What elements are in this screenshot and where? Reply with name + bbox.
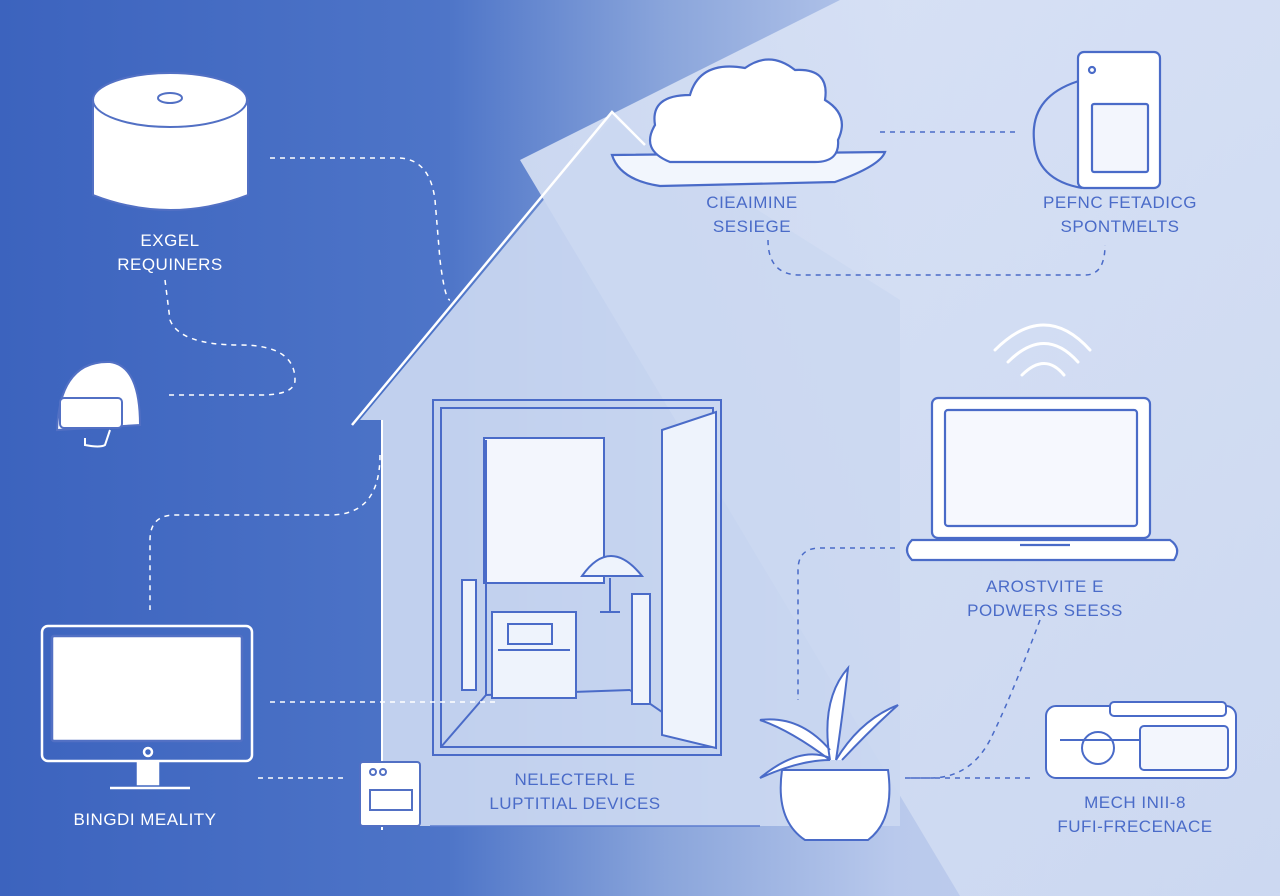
wall-switch-icon	[359, 761, 421, 827]
fridge-panel	[1090, 102, 1150, 174]
back-wall-window	[483, 437, 605, 584]
cloud-icon	[610, 58, 887, 188]
fridge-label-line2: SPONTMELTS	[1060, 217, 1180, 236]
switch-led-2	[379, 768, 387, 776]
machine-label-line1: MECH INII-8	[1084, 793, 1186, 812]
monitor-label: BINGDI MEALITY	[40, 808, 250, 832]
wifi-icon	[993, 323, 1092, 377]
monitor-screen	[50, 634, 244, 743]
wifi-arc-inner	[1020, 362, 1066, 377]
connector-speaker-camera	[164, 279, 296, 396]
camera-stand	[84, 429, 111, 448]
plant-pot	[779, 769, 891, 841]
cabinet-top-box	[507, 623, 553, 645]
smart-speaker-icon	[92, 72, 249, 211]
wall-panel-left	[461, 579, 477, 691]
switch-led-1	[369, 768, 377, 776]
cloud-label: CIEAIMINE SESIEGE	[672, 191, 832, 239]
cloud-label-line2: SESIEGE	[712, 217, 792, 236]
monitor-icon	[40, 624, 254, 790]
monitor-neck	[136, 760, 160, 786]
fridge-label: PEFNC FETADICG SPONTMELTS	[1025, 191, 1215, 239]
plant-icon	[759, 664, 899, 841]
security-camera-icon	[55, 360, 142, 448]
monitor-power-dot	[142, 746, 154, 758]
lamp	[580, 555, 645, 613]
speaker-button	[157, 92, 183, 104]
laptop-base	[905, 538, 1179, 562]
house-roof-line	[351, 110, 646, 426]
machine-top	[1109, 701, 1227, 717]
fridge-handle	[1032, 78, 1083, 190]
connector-speaker-house	[270, 157, 451, 301]
fridge-dot	[1087, 65, 1097, 75]
house-label-line1: NELECTERL E	[514, 770, 636, 789]
connector-cloud-fridge-loop	[767, 239, 1106, 276]
house-label: NELECTERL E LUPTITIAL DEVICES	[470, 768, 680, 816]
machine-panel	[1139, 725, 1229, 771]
cloud-body	[648, 58, 843, 164]
laptop-label: AROSTVITE E PODWERS SEESS	[945, 575, 1145, 623]
room-frame	[432, 399, 722, 756]
open-door	[661, 410, 717, 750]
connector-camera-monitor	[149, 454, 381, 610]
laptop-label-line2: PODWERS SEESS	[967, 601, 1123, 620]
connector-laptop-machine	[905, 619, 1041, 779]
switch-toggle	[369, 789, 413, 811]
monitor-label-line1: BINGDI MEALITY	[73, 810, 217, 829]
cabinet	[491, 611, 577, 699]
fridge-label-line1: PEFNC FETADICG	[1042, 193, 1198, 212]
speaker-body	[92, 99, 249, 211]
machine-icon	[1045, 701, 1237, 779]
speaker-top	[92, 72, 248, 128]
wifi-arc-outer	[993, 323, 1092, 352]
room-interior	[432, 399, 722, 756]
machine-label-line2: FUFI-FRECENACE	[1057, 817, 1213, 836]
connector-laptop-plant	[797, 547, 895, 700]
connector-lines	[149, 131, 1106, 779]
machine-label: MECH INII-8 FUFI-FRECENACE	[1030, 791, 1240, 839]
wifi-arc-middle	[1006, 342, 1080, 364]
machine-dial	[1081, 731, 1115, 765]
fridge-icon	[1032, 50, 1162, 190]
wall-panel-right	[631, 593, 651, 705]
speaker-label-line2: REQUINERS	[117, 255, 223, 274]
laptop-icon	[905, 396, 1179, 562]
plant-leaves	[759, 664, 899, 779]
cloud-label-line1: CIEAIMINE	[706, 193, 798, 212]
speaker-label-line1: EXGEL	[140, 231, 200, 250]
laptop-screen	[943, 408, 1139, 528]
camera-lens-box	[59, 397, 123, 429]
house-label-line2: LUPTITIAL DEVICES	[489, 794, 661, 813]
laptop-label-line1: AROSTVITE E	[986, 577, 1104, 596]
floor-line-left	[440, 694, 487, 748]
speaker-label: EXGEL REQUINERS	[90, 229, 250, 277]
